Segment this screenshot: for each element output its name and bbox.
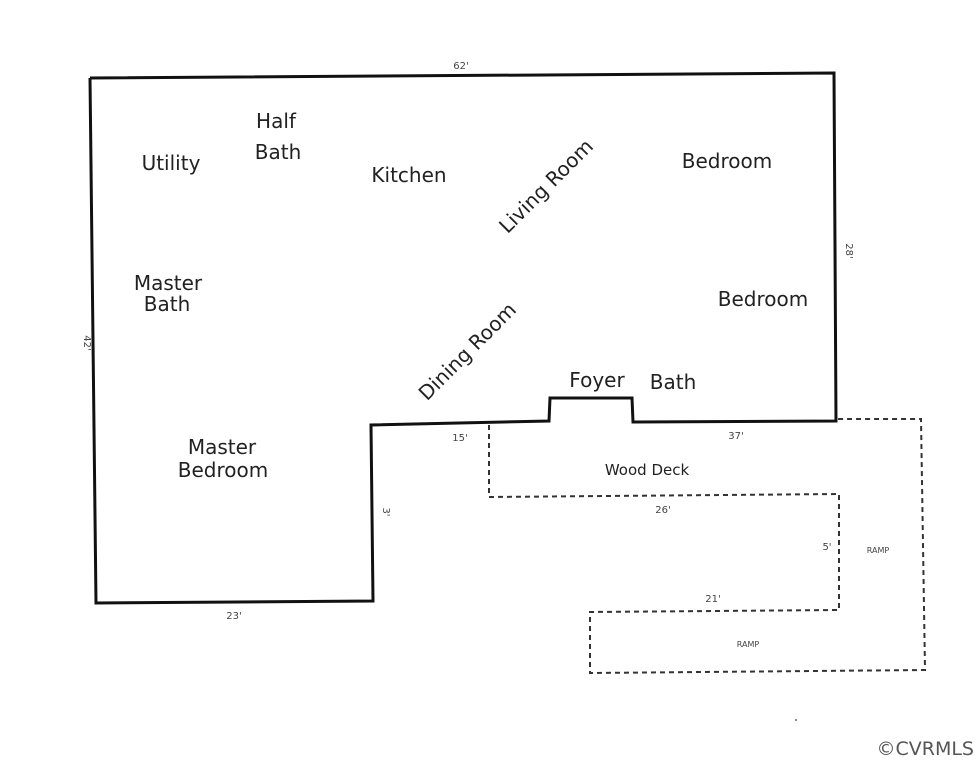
wood-deck-outline (488, 418, 927, 675)
dimension-notch-horizontal: 15' (452, 433, 467, 444)
room-label-master-bath-line1: Master (134, 271, 203, 295)
dimension-right: 28' (843, 243, 854, 258)
room-label-utility: Utility (142, 151, 201, 175)
dimension-ramp-width: 5' (822, 542, 831, 553)
room-label-dining-room: Dining Room (414, 298, 521, 405)
room-label-half-bath-line2: Bath (255, 140, 302, 164)
room-label-wood-deck: Wood Deck (605, 461, 690, 479)
dimension-ramp-lower: 21' (705, 594, 720, 605)
stray-dot (795, 719, 797, 721)
watermark: ©CVRMLS (876, 738, 974, 760)
dimension-front-right: 37' (728, 431, 743, 442)
room-label-master-bedroom-line2: Bedroom (178, 458, 268, 482)
dimension-left: 42' (81, 335, 92, 350)
room-label-half-bath-line1: Half (256, 109, 297, 133)
room-label-bedroom-1: Bedroom (682, 149, 772, 173)
dimension-deck-bottom: 26' (655, 505, 670, 516)
ramp-label-bottom: RAMP (737, 640, 760, 649)
house-outline (88, 71, 838, 605)
room-label-master-bath-line2: Bath (144, 292, 191, 316)
ramp-label-right: RAMP (867, 546, 890, 555)
room-label-living-room: Living Room (494, 134, 598, 238)
dimension-bottom: 23' (226, 611, 241, 622)
room-label-bedroom-2: Bedroom (718, 287, 808, 311)
dimension-notch-vertical: 3' (380, 507, 391, 516)
room-label-foyer: Foyer (569, 368, 625, 392)
dimension-top: 62' (453, 61, 468, 72)
room-label-master-bedroom-line1: Master (188, 435, 257, 459)
room-label-kitchen: Kitchen (371, 163, 446, 187)
room-label-bath: Bath (650, 370, 697, 394)
